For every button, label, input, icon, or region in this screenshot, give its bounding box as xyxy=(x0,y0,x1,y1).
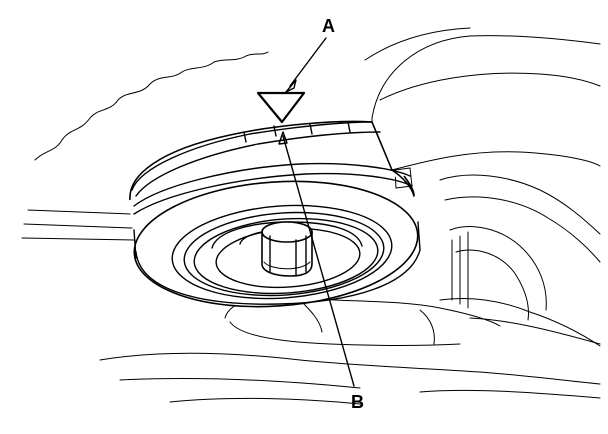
reference-pointer xyxy=(256,91,306,124)
pulley-bolt xyxy=(261,221,313,277)
crankshaft-pulley xyxy=(129,120,421,308)
callout-label-b: B xyxy=(351,392,364,412)
engine-background xyxy=(21,27,601,405)
callout-label-a: A xyxy=(322,16,335,36)
leader-lines xyxy=(278,37,355,387)
